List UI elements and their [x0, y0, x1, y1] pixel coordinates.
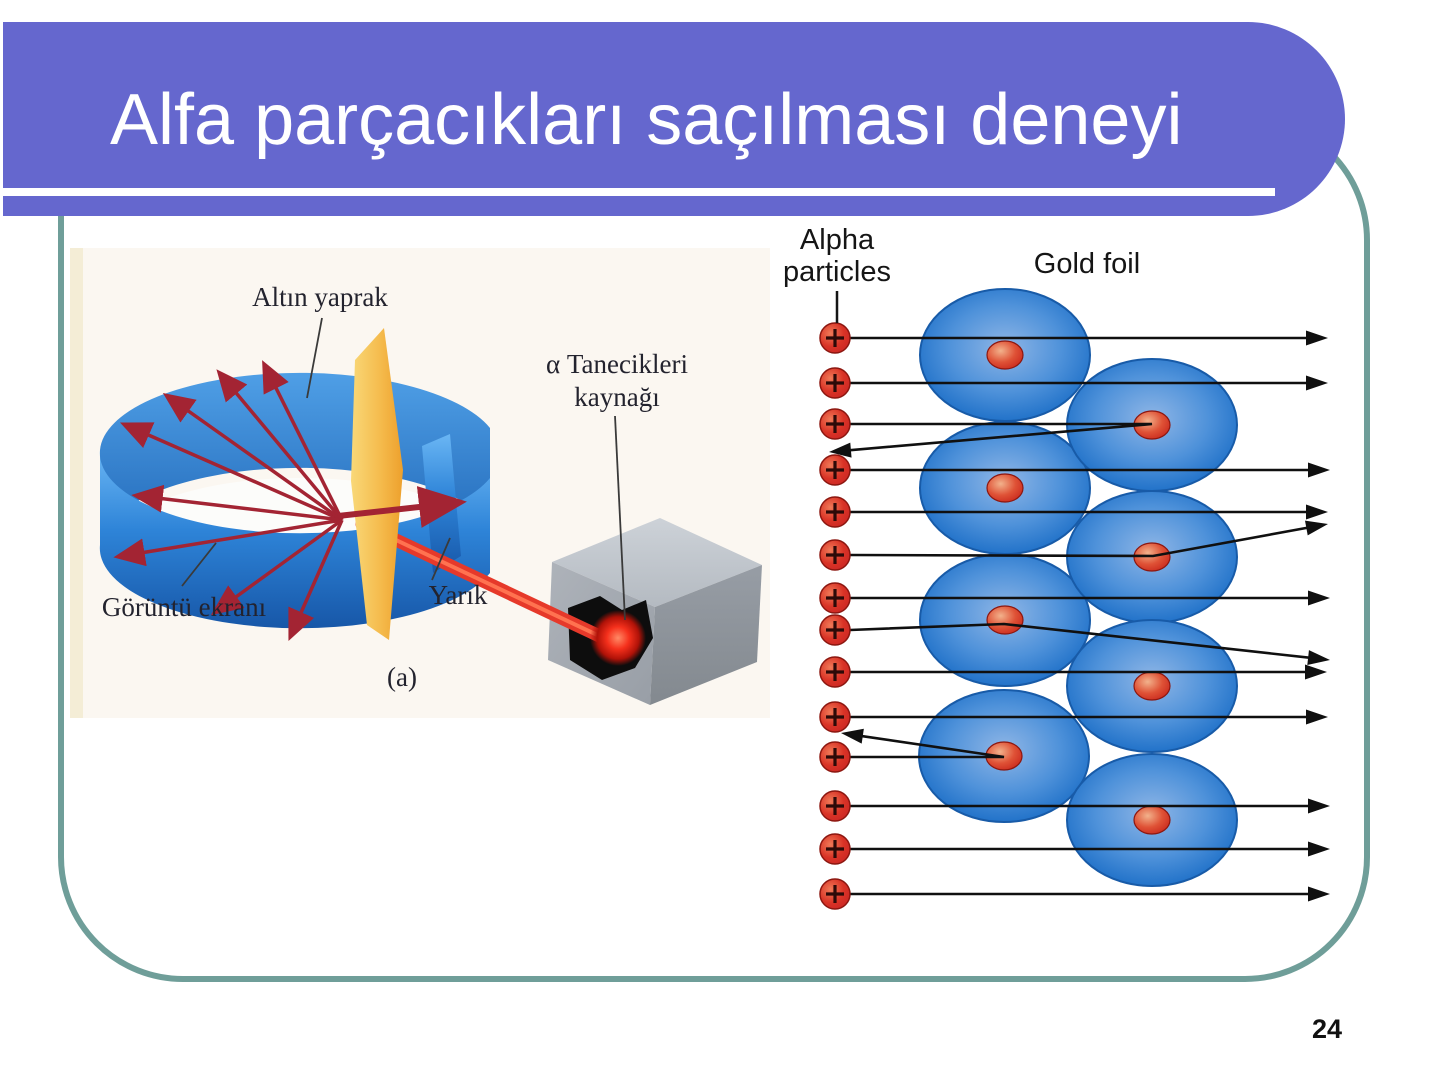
pointer-lines	[181, 317, 626, 621]
arrowhead	[1306, 709, 1328, 725]
particle-track-line	[849, 622, 1317, 660]
arrowhead	[1305, 520, 1328, 536]
slide-title: Alfa parçacıkları saçılması deneyi	[110, 80, 1183, 160]
gold-foil-label: Gold foil	[1034, 248, 1140, 280]
atom-nucleus	[1133, 805, 1171, 835]
arrowhead	[1307, 650, 1330, 666]
scattered-rays	[113, 360, 344, 642]
photo-edge-strip	[70, 248, 83, 718]
arrowhead	[1308, 462, 1330, 478]
apparatus-illustration: Altın yaprak α Tanecikleri kaynağı Görün…	[70, 248, 770, 718]
particle-track-line	[849, 525, 1315, 558]
gold-foil-scattering-figure: Alpha particles Gold foil	[755, 205, 1380, 940]
particle-track-line	[850, 733, 1005, 759]
atom-nucleus	[986, 473, 1024, 503]
arrowhead	[1308, 886, 1330, 902]
particle-track-line	[842, 422, 1153, 453]
arrowhead	[829, 442, 852, 458]
arrowhead	[1306, 375, 1328, 391]
arrowhead	[1308, 841, 1330, 857]
scattering-diagram: Alpha particles Gold foil	[783, 224, 1330, 910]
page-number: 24	[1312, 1014, 1343, 1044]
particle-tracks	[829, 330, 1330, 902]
alpha-source-label-line2: kaynağı	[574, 382, 659, 412]
alpha-particles-label-line1: Alpha	[800, 224, 875, 256]
screen-label: Görüntü ekranı	[102, 592, 266, 622]
gold-foil	[351, 328, 403, 640]
atom-nucleus	[986, 605, 1024, 635]
arrowhead	[1308, 590, 1330, 606]
arrowhead	[1306, 504, 1328, 520]
figure-caption: (a)	[387, 662, 417, 692]
alpha-source-label-line1: α Tanecikleri	[546, 349, 688, 379]
arrowhead	[1306, 330, 1328, 346]
gold-leaf-label: Altın yaprak	[252, 282, 388, 312]
title-underline	[0, 188, 1275, 196]
alpha-beam	[355, 517, 617, 648]
backscatter-ray	[337, 486, 467, 528]
gold-atoms	[918, 288, 1238, 887]
source-glow	[590, 610, 646, 666]
arrowhead	[1305, 664, 1327, 680]
arrowhead	[841, 728, 864, 744]
alpha-particles-label-line2: particles	[783, 256, 891, 288]
atom-nucleus	[1133, 671, 1171, 701]
title-banner	[3, 22, 1345, 216]
alpha-particles	[819, 322, 851, 910]
atom-nucleus	[986, 340, 1024, 370]
rutherford-apparatus-figure: Altın yaprak α Tanecikleri kaynağı Görün…	[70, 248, 770, 723]
arrowhead	[1308, 798, 1330, 814]
slit-label: Yarık	[429, 580, 488, 610]
